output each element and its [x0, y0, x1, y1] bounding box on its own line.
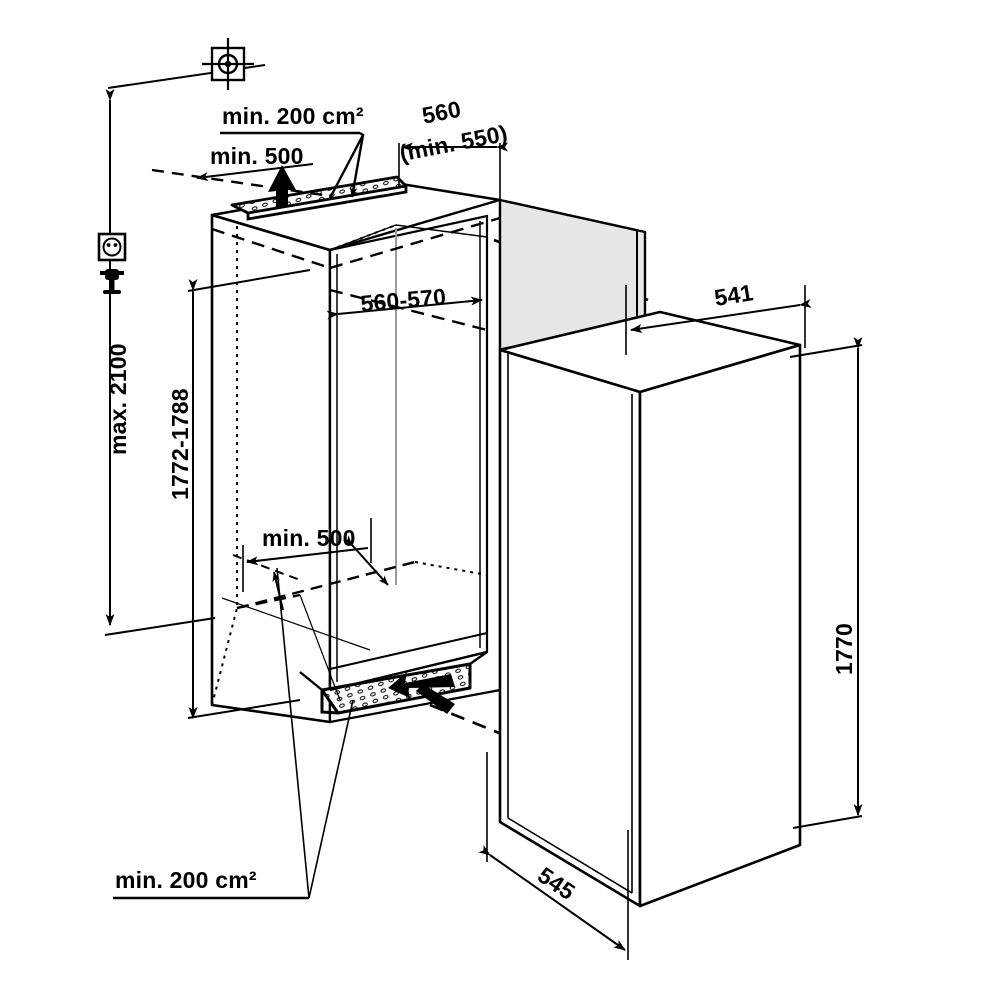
dim-min-500-top-line — [196, 163, 314, 182]
niche-interior-top-edge — [329, 224, 488, 251]
bottom-airflow-arrow — [388, 672, 455, 714]
dim-max-2100: max. 2100 — [104, 64, 266, 636]
label-vent-top-200cm2: min. 200 cm² — [220, 103, 365, 199]
dim-1770: 1770 — [789, 337, 863, 829]
dim-1770-label: 1770 — [831, 623, 857, 675]
dim-1772-1788-top-extension — [187, 269, 311, 292]
vent-top-leader-b — [349, 134, 365, 198]
bottom-ventilation-grille-edge — [320, 690, 339, 715]
dim-min-500-bottom-gap — [342, 535, 389, 586]
dim-541-label: 541 — [712, 279, 755, 311]
dim-max-2100-label: max. 2100 — [105, 343, 131, 455]
label-vent-bottom-200cm2: min. 200 cm² — [113, 567, 354, 900]
dim-1770-top-extension — [789, 344, 863, 358]
vent-top-label: min. 200 cm² — [222, 103, 364, 129]
cabinet-front-face — [328, 198, 502, 724]
dim-min-500-bottom-label: min. 500 — [262, 525, 356, 551]
dim-min-500-bottom: min. 500 — [242, 518, 389, 592]
dim-1772-1788-bottom-extension — [187, 699, 301, 719]
centre-mark-icon — [202, 38, 254, 90]
dim-min-500-top: min. 500 — [196, 143, 314, 182]
dim-541-line — [630, 298, 812, 333]
top-ventilation-slot-lip — [246, 186, 408, 221]
vent-bottom-leader-a — [276, 567, 310, 899]
power-socket-icon — [97, 232, 127, 262]
dim-1772-1788-label: 1772-1788 — [167, 388, 193, 500]
vent-leader-construction-lines — [221, 594, 371, 701]
dim-545-line — [478, 844, 626, 951]
appliance-front-face — [498, 348, 642, 908]
bottom-plinth-left-edge — [299, 671, 323, 691]
niche-floor-rear-edge — [329, 631, 488, 670]
cabinet-niche-group — [151, 165, 649, 792]
appliance-body-group — [498, 310, 802, 908]
power-plug-icon — [100, 269, 124, 294]
dim-541: 541 — [625, 279, 812, 355]
vent-bottom-leader-arrow — [272, 571, 284, 611]
vent-bottom-label: min. 200 cm² — [115, 867, 257, 893]
dim-560-570-line — [326, 296, 483, 320]
top-airflow-arrow — [268, 165, 296, 209]
dim-min-500-top-label: min. 500 — [210, 143, 304, 169]
dim-1770-bottom-extension — [792, 815, 863, 829]
vent-bottom-leader-b — [308, 699, 354, 899]
appliance-side-face — [638, 343, 802, 908]
niche-floor-front-edge — [329, 650, 488, 692]
bottom-plinth-right-edge — [469, 651, 488, 665]
dim-1772-1788: 1772-1788 — [167, 269, 311, 719]
cabinet-left-face — [210, 213, 332, 724]
